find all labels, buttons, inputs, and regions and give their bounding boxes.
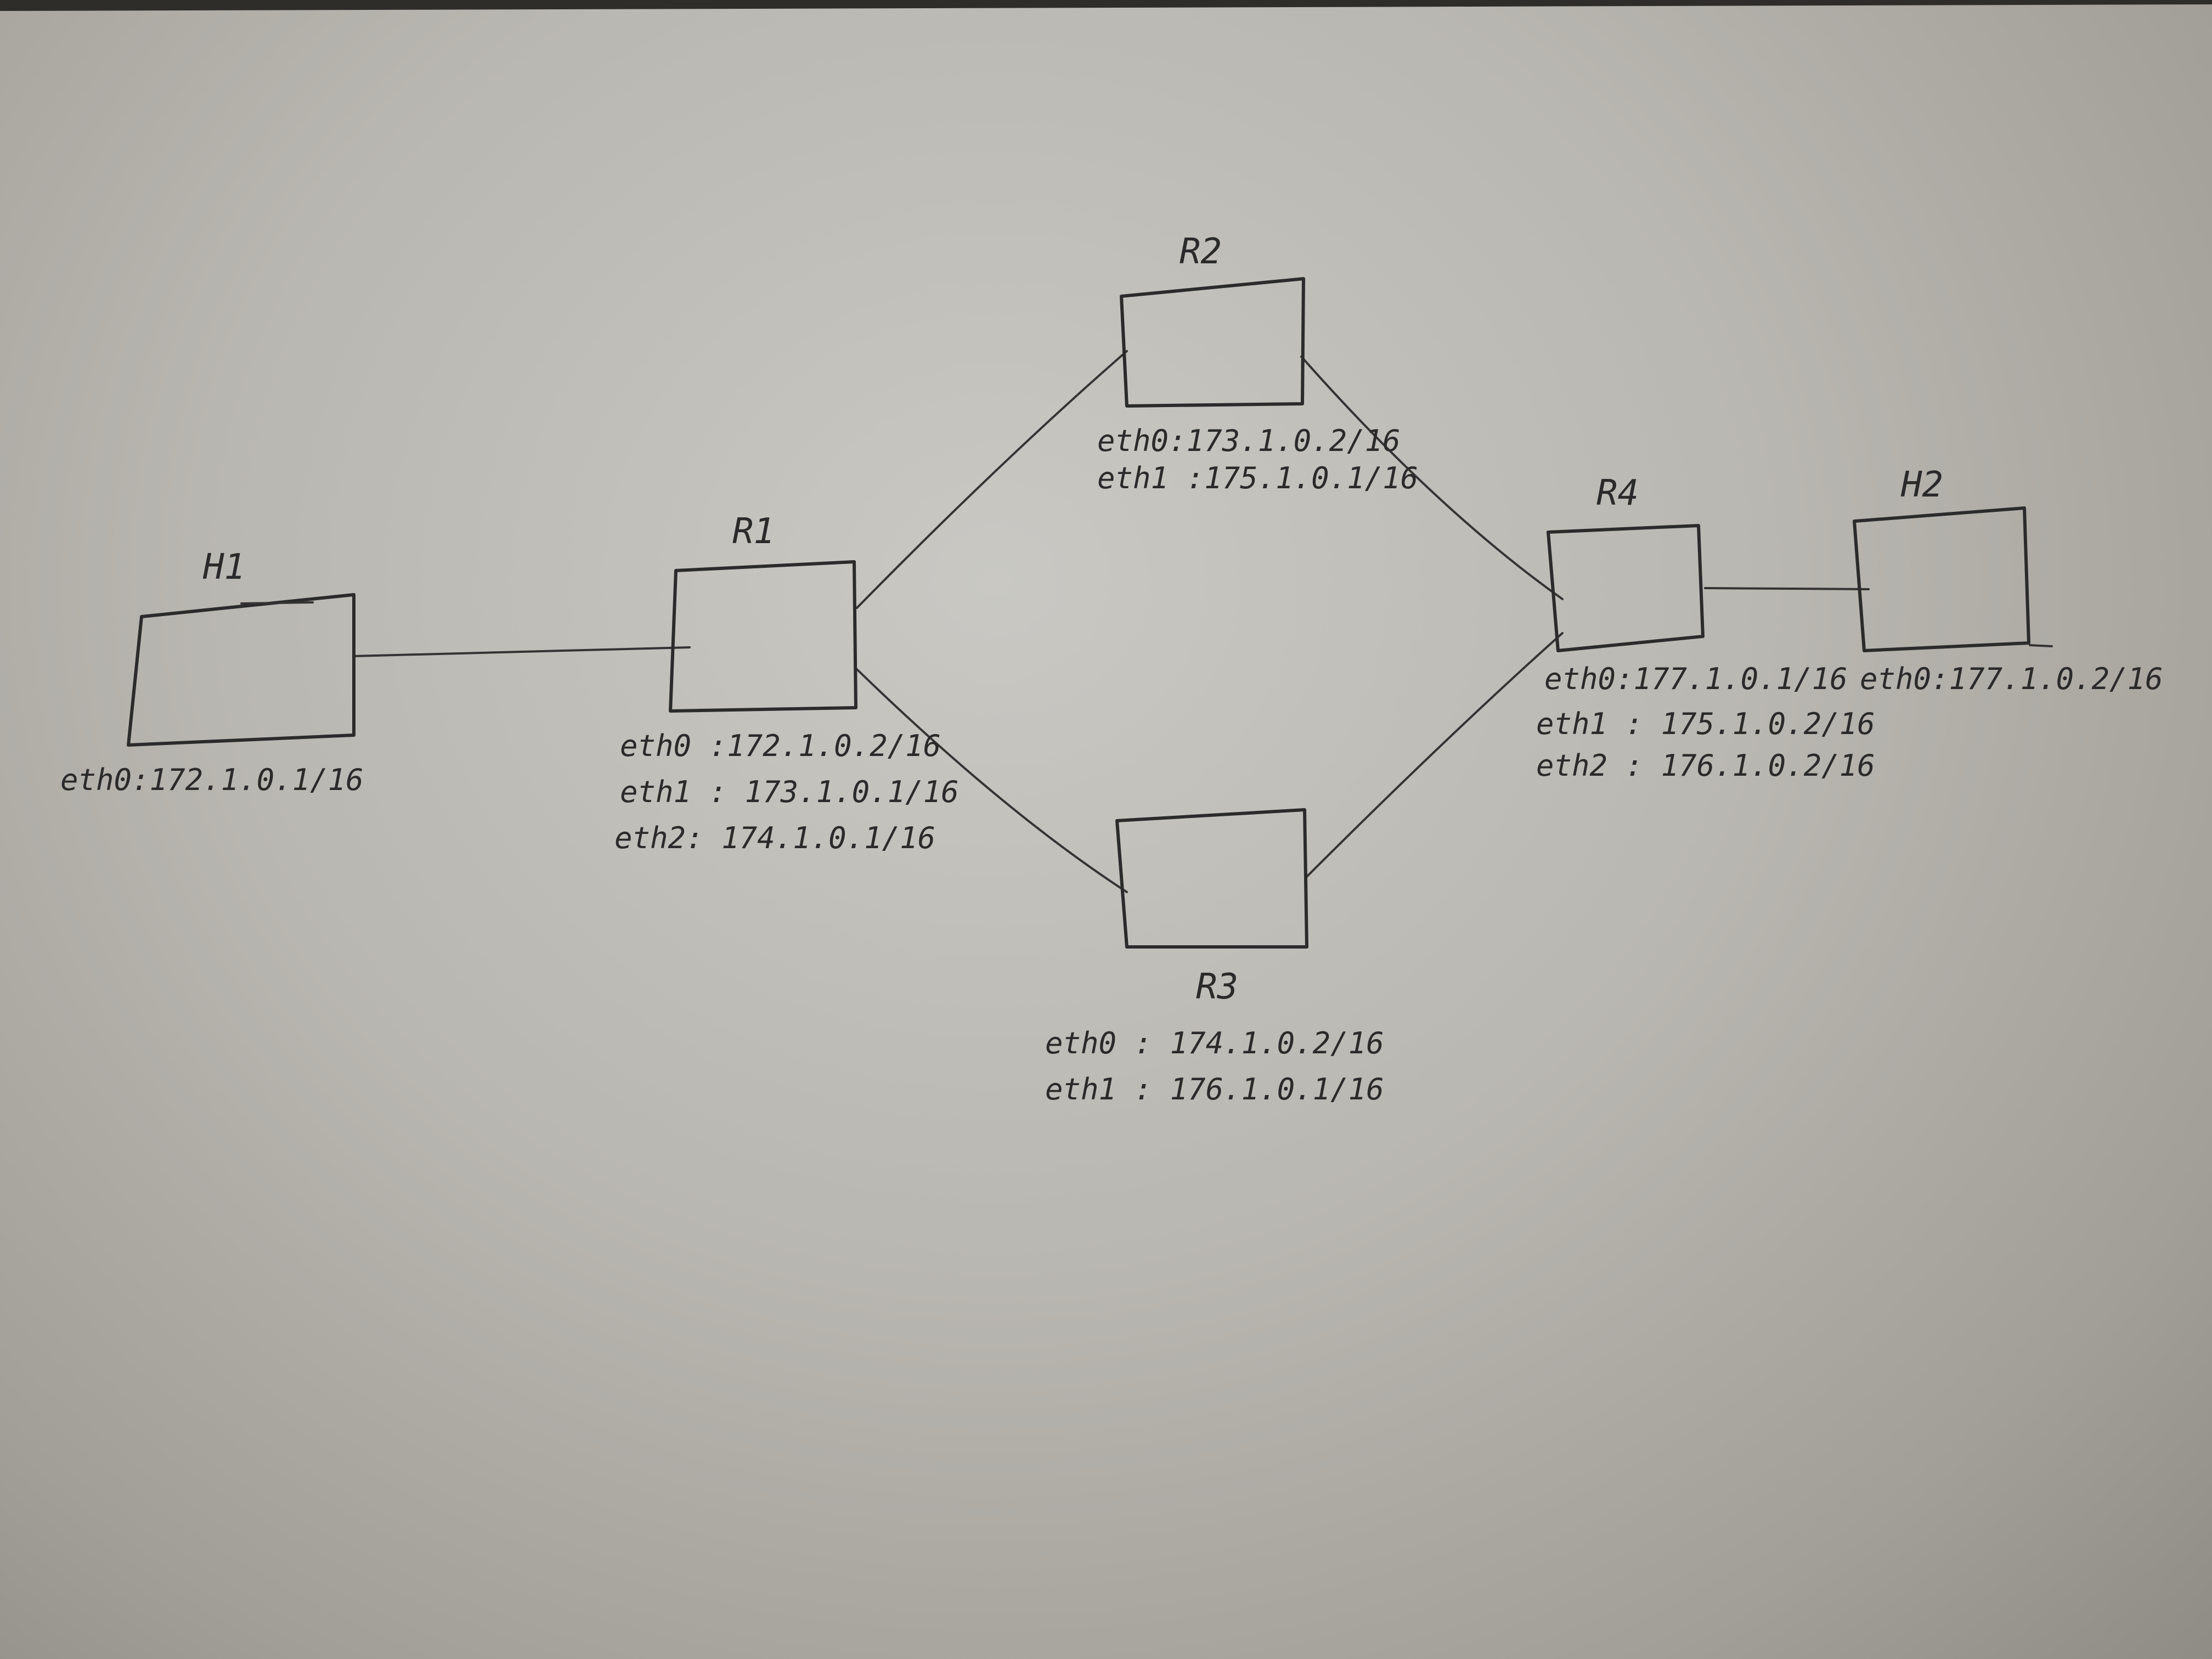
node-h1-box (127, 593, 356, 747)
node-r1-label: R1 (732, 511, 775, 552)
node-r2-box (1120, 277, 1305, 408)
links (353, 350, 1870, 893)
link-r2-r4 (1300, 356, 1564, 600)
node-r4-iface-2: eth2 : 176.1.0.2/16 (1536, 748, 1875, 783)
node-r3-box (1115, 808, 1308, 949)
node-r3: R3 eth0 : 174.1.0.2/16 eth1 : 176.1.0.1/… (1045, 808, 1384, 1107)
node-h2-label: H2 (1900, 465, 1943, 505)
paper-top-shadow (0, 0, 2212, 11)
node-r4-iface-1: eth1 : 175.1.0.2/16 (1536, 707, 1875, 741)
node-r4-box (1547, 524, 1705, 652)
link-r1-r2 (856, 350, 1128, 609)
node-h2-iface-0: eth0:177.1.0.2/16 (1860, 662, 2163, 696)
node-r4-iface-0: eth0:177.1.0.1/16 (1544, 662, 1848, 696)
node-h1-label: H1 (202, 547, 245, 588)
node-h1-iface-0: eth0:172.1.0.1/16 (60, 763, 364, 797)
node-r3-label: R3 (1196, 967, 1238, 1007)
link-r1-r3 (856, 668, 1128, 893)
node-r3-iface-0: eth0 : 174.1.0.2/16 (1045, 1026, 1384, 1060)
node-h1-box-tick (240, 601, 314, 605)
node-r1-iface-0: eth0 :172.1.0.2/16 (620, 729, 941, 763)
node-r2-iface-1: eth1 :175.1.0.1/16 (1097, 461, 1418, 495)
node-r4: R4 eth0:177.1.0.1/16 eth1 : 175.1.0.2/16… (1536, 473, 1875, 783)
node-r2-label: R2 (1180, 232, 1222, 272)
link-h1-r1 (353, 646, 691, 657)
node-r2: R2 eth0:173.1.0.2/16 eth1 :175.1.0.1/16 (1097, 232, 1418, 495)
node-r1: R1 eth0 :172.1.0.2/16 eth1 : 173.1.0.1/1… (614, 511, 959, 855)
node-h2: H2 eth0:177.1.0.2/16 (1853, 465, 2163, 696)
node-r1-box (669, 560, 857, 713)
node-r4-label: R4 (1596, 473, 1639, 514)
node-r3-iface-1: eth1 : 176.1.0.1/16 (1045, 1072, 1384, 1107)
node-h2-box-tick (2029, 644, 2053, 647)
node-h2-box (1853, 506, 2030, 652)
node-r2-iface-0: eth0:173.1.0.2/16 (1097, 424, 1401, 458)
node-r1-iface-2: eth2: 174.1.0.1/16 (614, 821, 935, 855)
link-r3-r4 (1305, 632, 1564, 879)
node-h1: H1 eth0:172.1.0.1/16 (60, 547, 364, 797)
node-r1-iface-1: eth1 : 173.1.0.1/16 (620, 775, 959, 809)
link-r4-h2 (1704, 587, 1870, 590)
